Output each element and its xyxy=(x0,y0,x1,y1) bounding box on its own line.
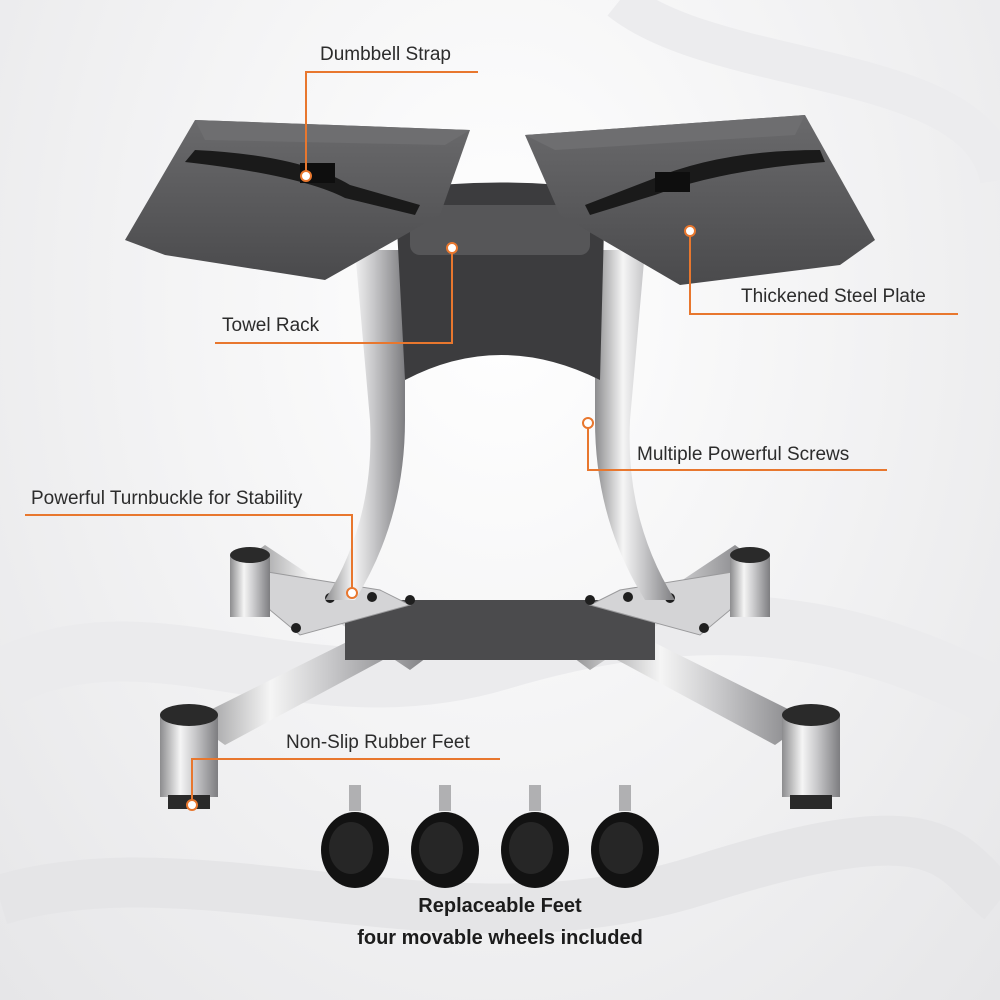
leader-lines xyxy=(25,71,958,805)
caster-wheels xyxy=(321,785,659,888)
feet xyxy=(160,547,840,809)
leader-dots xyxy=(186,170,696,811)
rubber-feet-label: Non-Slip Rubber Feet xyxy=(286,732,470,753)
screws-label: Multiple Powerful Screws xyxy=(637,444,850,465)
turnbuckle-label: Powerful Turnbuckle for Stability xyxy=(31,488,303,509)
steel-plate-label: Thickened Steel Plate xyxy=(741,286,926,307)
towel-rack-label: Towel Rack xyxy=(222,315,320,336)
left-tray xyxy=(125,120,470,280)
caption-line-2: four movable wheels included xyxy=(357,927,643,949)
caption-line-1: Replaceable Feet xyxy=(418,895,582,917)
right-tray xyxy=(525,115,875,285)
dumbbell-strap-label: Dumbbell Strap xyxy=(320,44,451,65)
